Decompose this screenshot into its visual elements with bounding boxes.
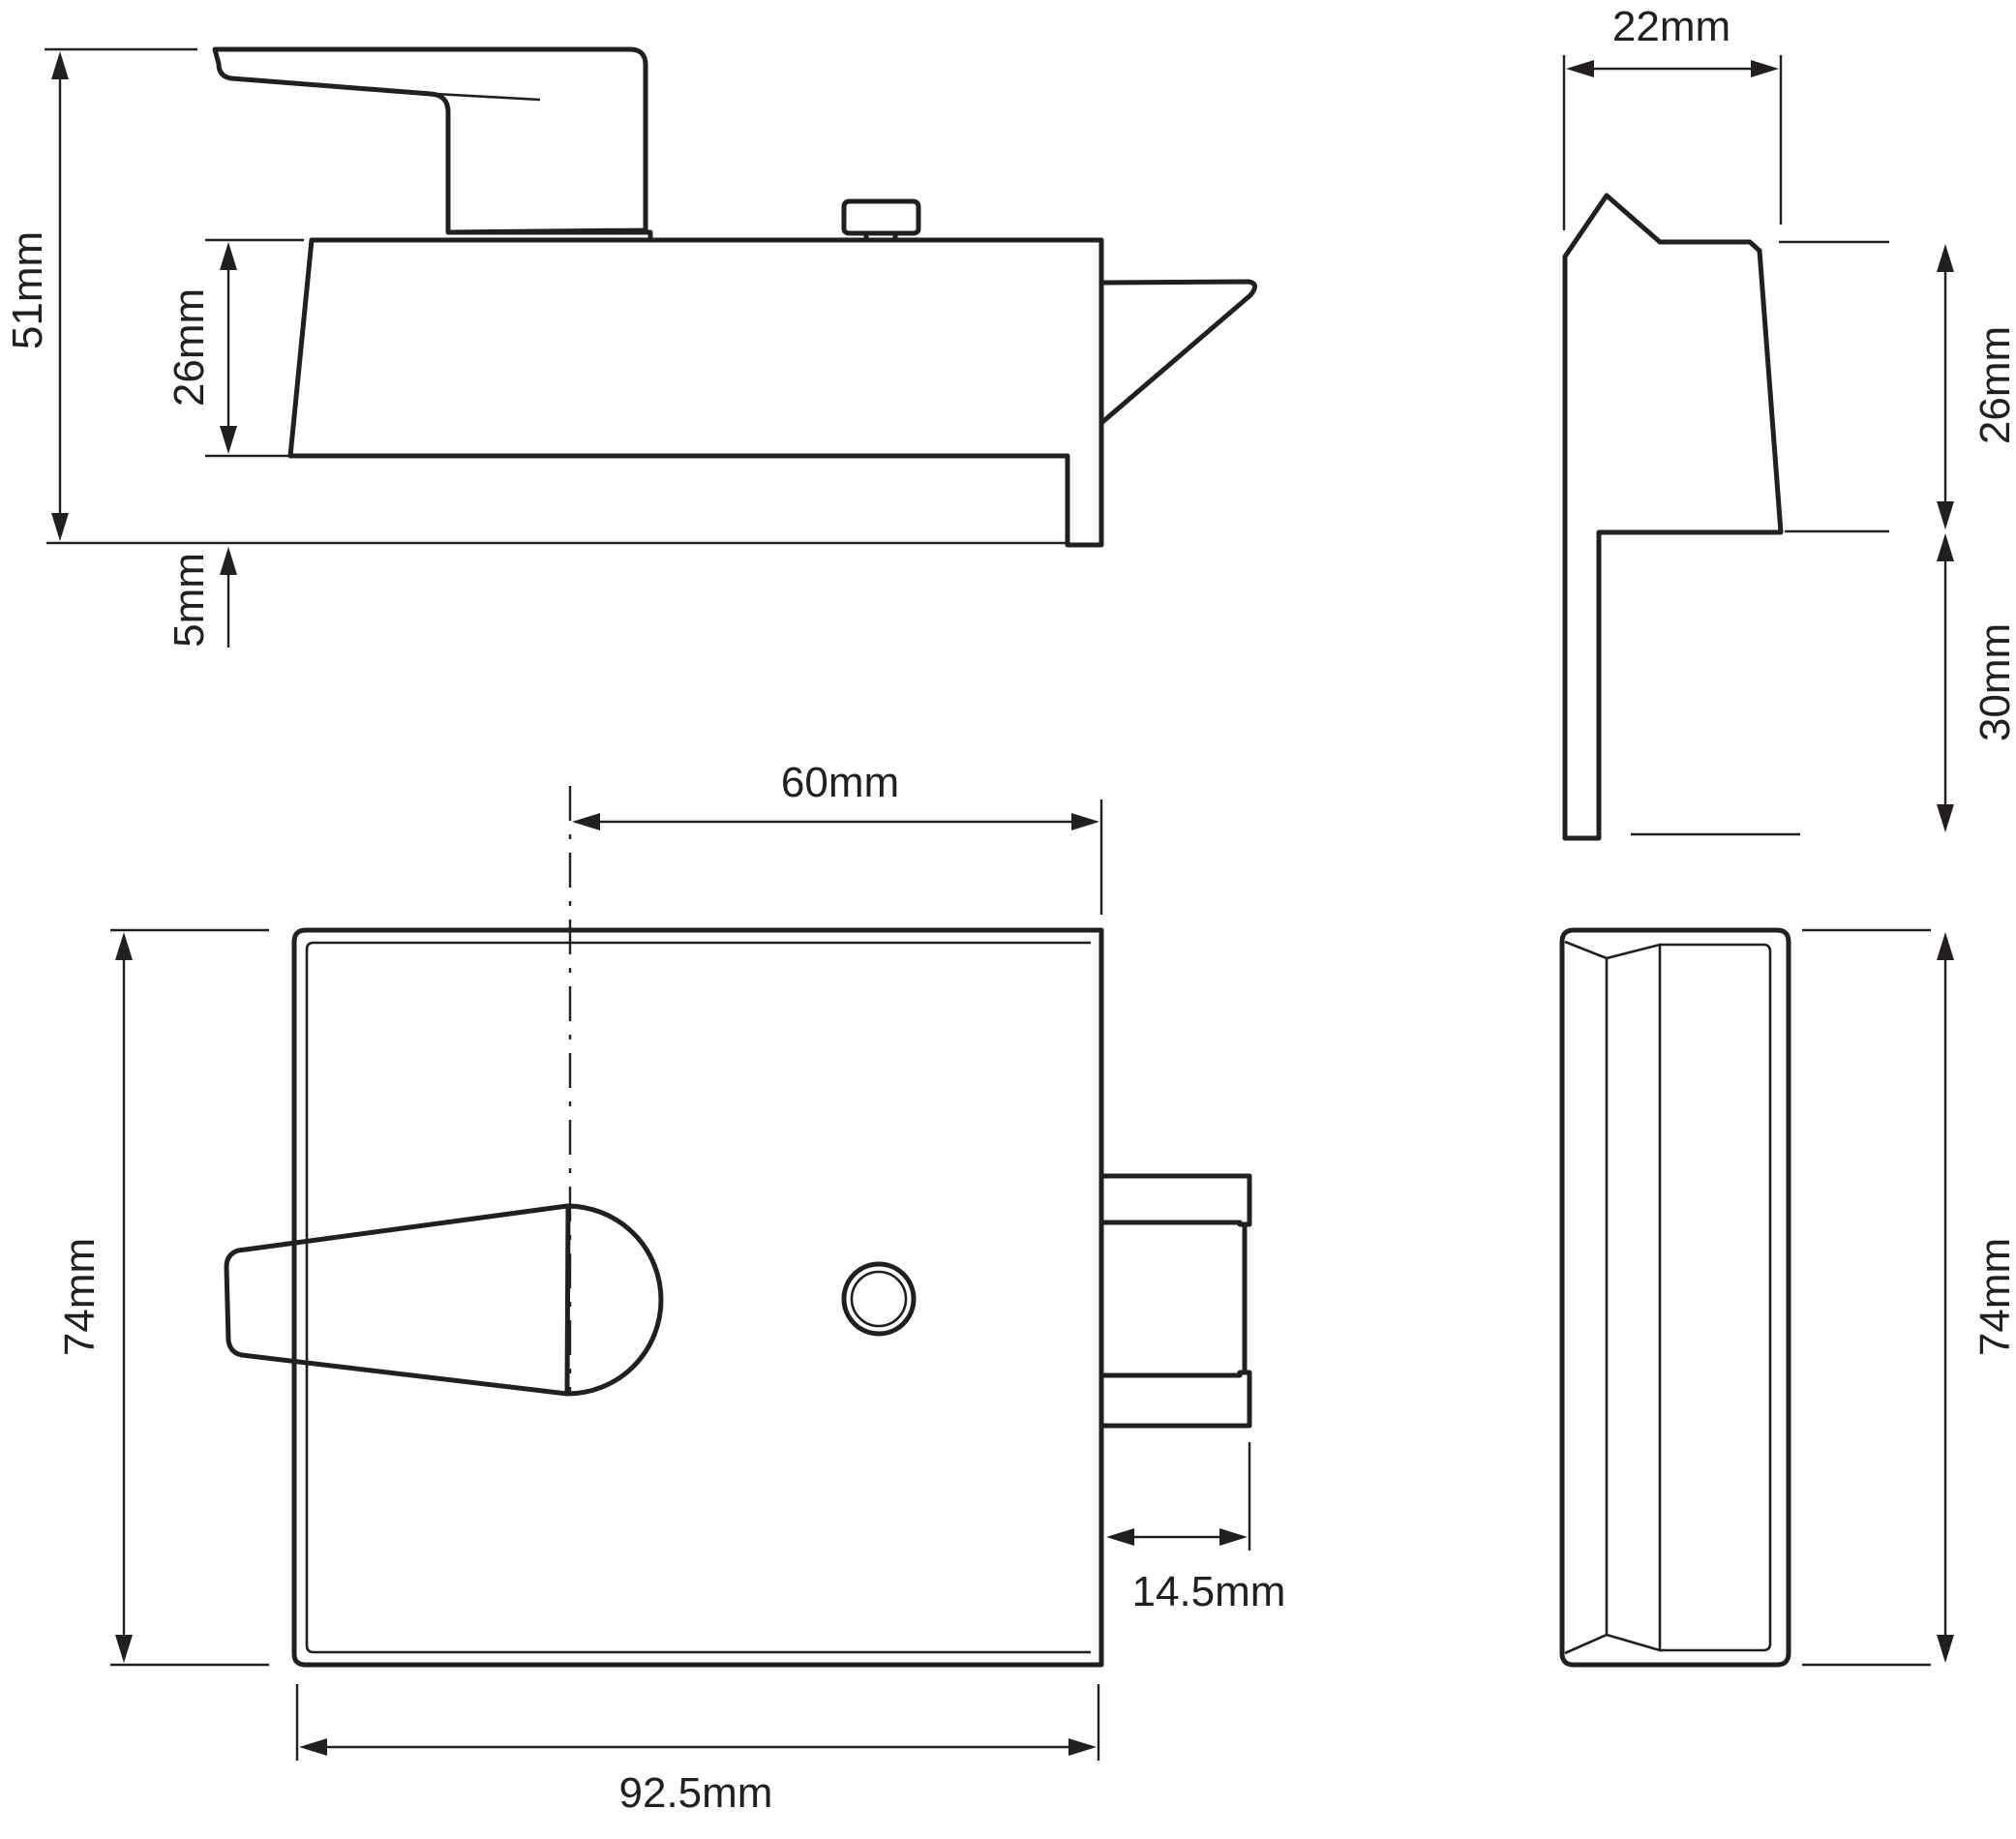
front-bolt-upper <box>1101 1173 1252 1227</box>
side-case-body <box>287 237 1104 548</box>
side-latch-bolt <box>1099 279 1257 425</box>
end-view <box>1562 193 1800 841</box>
side-dim-51mm: 51mm <box>4 47 197 541</box>
label-end-26mm: 26mm <box>1971 326 2016 444</box>
end-front-inner-panel <box>1660 943 1772 1652</box>
side-lever-detail-line <box>435 92 541 102</box>
label-5mm: 5mm <box>165 553 213 648</box>
label-60mm: 60mm <box>781 759 899 806</box>
label-end-74mm: 74mm <box>1971 1238 2016 1356</box>
end-front-bevel-lines <box>1564 940 1662 1655</box>
label-51mm: 51mm <box>4 231 51 349</box>
side-lever-foot <box>448 229 653 240</box>
end-dim-30mm: 30mm <box>1937 533 2016 832</box>
front-view <box>224 786 1252 1668</box>
side-lever-handle <box>212 46 648 235</box>
end-dim-22mm: 22mm <box>1562 3 1783 230</box>
label-92-5mm: 92.5mm <box>619 1769 773 1817</box>
end-front-dim-74mm: 74mm <box>1802 928 2016 1667</box>
end-front-view <box>1559 927 1791 1668</box>
front-dim-14-5mm: 14.5mm <box>1106 1442 1285 1615</box>
front-case-outline <box>291 927 1104 1668</box>
side-dim-5mm: 5mm <box>165 547 237 648</box>
label-14-5mm: 14.5mm <box>1132 1568 1286 1615</box>
end-front-outline <box>1559 927 1791 1668</box>
label-30mm: 30mm <box>1971 623 2016 741</box>
front-dim-60mm: 60mm <box>572 759 1103 915</box>
label-22mm: 22mm <box>1612 3 1730 50</box>
label-front-74mm: 74mm <box>56 1238 104 1356</box>
front-lever-handle <box>224 1203 664 1397</box>
side-dim-26mm: 26mm <box>165 238 304 458</box>
side-button-stem <box>863 233 898 240</box>
label-side-26mm: 26mm <box>165 288 213 407</box>
front-key-button-inner <box>850 1270 908 1328</box>
front-case-inner-border <box>305 941 1091 1654</box>
front-key-button <box>841 1261 917 1337</box>
end-case-profile <box>1562 193 1784 841</box>
front-dim-74mm: 74mm <box>56 928 269 1667</box>
end-dim-26mm: 26mm <box>1779 240 2016 533</box>
front-dim-92-5mm: 92.5mm <box>295 1684 1100 1817</box>
side-button-cap <box>841 198 921 236</box>
front-bolt-lower <box>1101 1370 1252 1429</box>
